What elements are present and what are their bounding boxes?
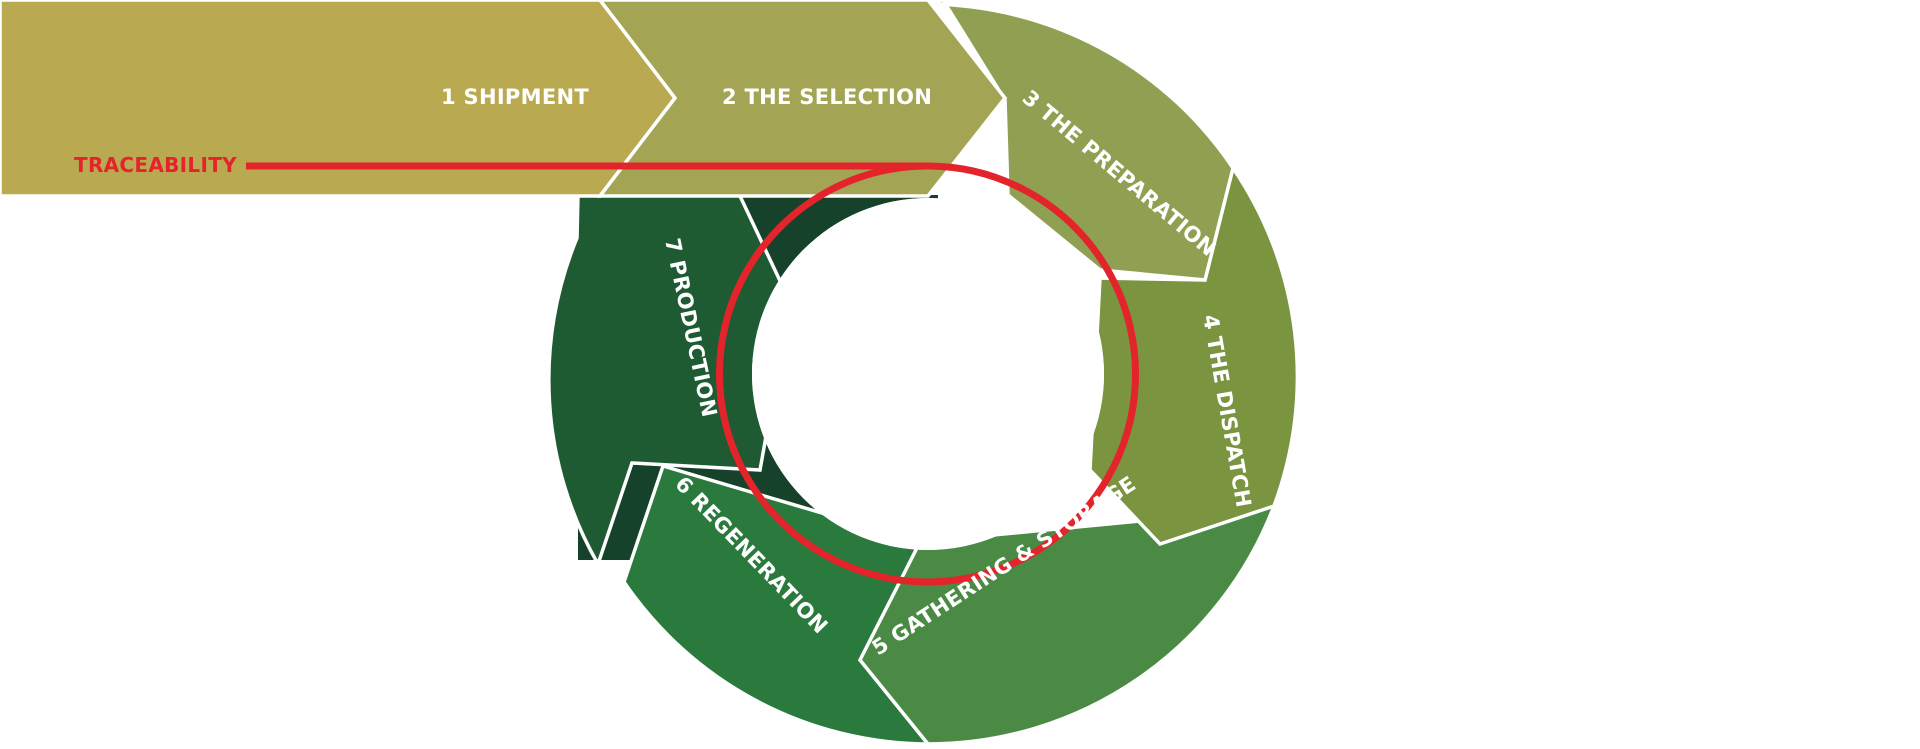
traceability-line (246, 162, 1139, 586)
step-label-2: 2 THE SELECTION (722, 85, 932, 109)
traceability-label: TRACEABILITY (74, 153, 237, 177)
segment-6-regeneration (622, 463, 932, 746)
segment-5-gathering-storage (857, 503, 1277, 746)
segment-4-dispatch (1088, 163, 1300, 547)
ring-center (752, 198, 1104, 550)
step-label-1: 1 SHIPMENT (441, 85, 589, 109)
cycle-shapes (0, 0, 1300, 746)
segment-2-selection (596, 0, 1008, 198)
segment-3-preparation (927, 0, 1235, 282)
